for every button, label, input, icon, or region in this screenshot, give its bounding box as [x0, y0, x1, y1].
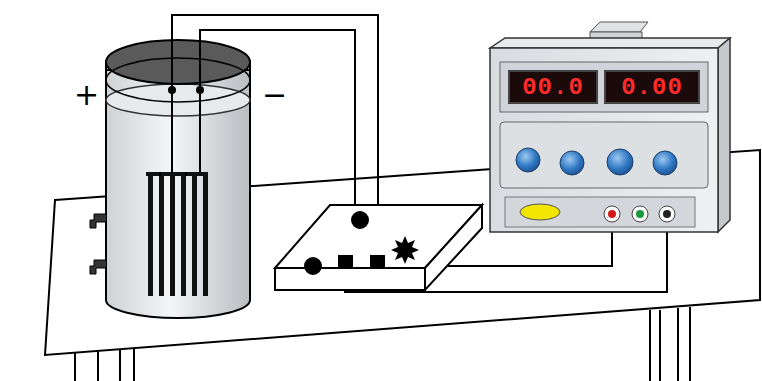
polarity-sign: −: [262, 80, 287, 110]
terminal-dot: [168, 86, 176, 94]
polarity-sign: +: [74, 80, 99, 110]
digital-display: 00.0: [508, 70, 598, 104]
switch-board: [275, 205, 482, 290]
power-supply: [490, 22, 730, 232]
electrode-plates: [146, 172, 208, 296]
display-reading: 0.00: [621, 74, 683, 101]
electrolysis-tank: [90, 40, 250, 318]
display-reading: 00.0: [522, 74, 584, 101]
terminal-dot: [196, 86, 204, 94]
digital-display: 0.00: [604, 70, 700, 104]
